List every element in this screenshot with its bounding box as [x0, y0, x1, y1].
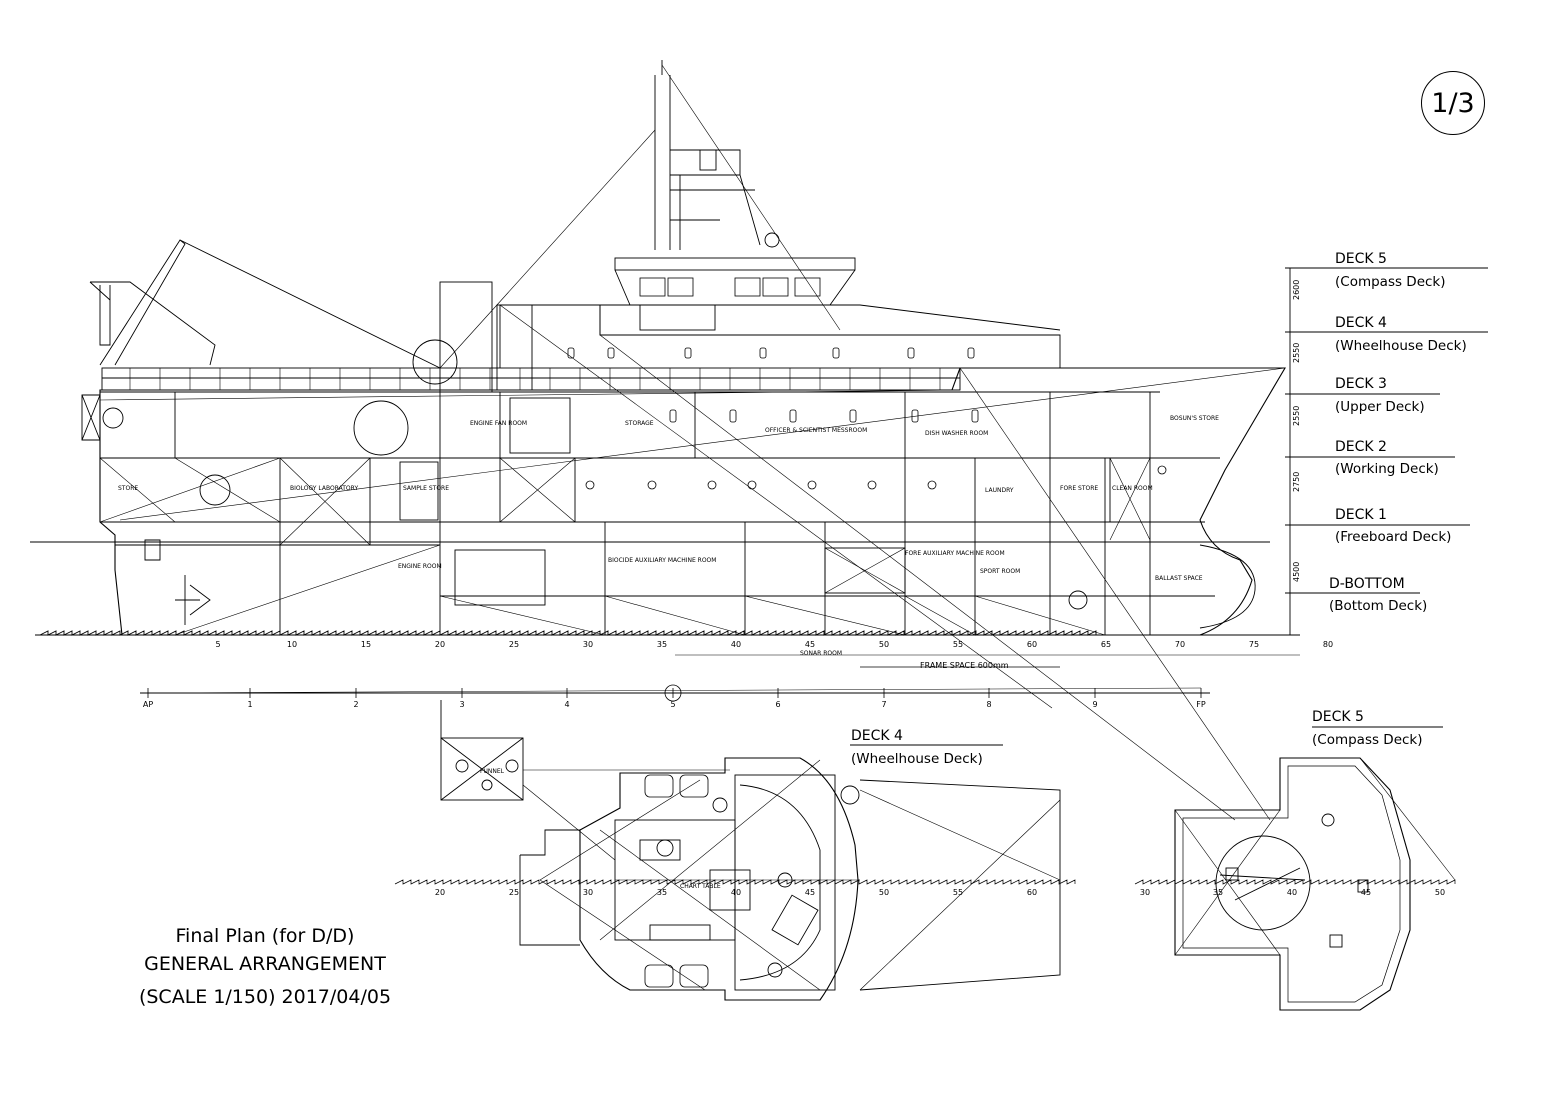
label-sonar-room: SONAR ROOM	[800, 650, 842, 657]
label-fore-aux-machine-room: FORE AUXILIARY MACHINE ROOM	[905, 550, 1005, 557]
frame-label: 35	[657, 640, 667, 649]
label-mess-room: OFFICER & SCIENTIST MESSROOM	[765, 427, 867, 434]
hull-outline	[99, 367, 1286, 636]
deck4-label: DECK 4	[1335, 315, 1387, 331]
deck5-label: DECK 5	[1335, 251, 1387, 267]
label-biology-lab: BIOLOGY LABORATORY	[290, 485, 358, 492]
station-label: 1	[247, 700, 252, 709]
deck4-frame: 50	[879, 888, 889, 897]
deck-height: 2550	[1292, 343, 1301, 363]
deck4-frame: 55	[953, 888, 963, 897]
label-ballast-space: BALLAST SPACE	[1155, 575, 1203, 582]
superstructure	[499, 304, 1061, 368]
deck4-frame: 60	[1027, 888, 1037, 897]
station-label: 3	[459, 700, 464, 709]
deck2-sub: (Working Deck)	[1335, 461, 1439, 477]
deck5-frame: 30	[1140, 888, 1150, 897]
frame-label: 15	[361, 640, 371, 649]
label-store: STORE	[118, 485, 138, 492]
profile-view: STORE BIOLOGY LABORATORY SAMPLE STORE EN…	[30, 60, 1333, 821]
title-line1: Final Plan (for D/D)	[175, 925, 355, 947]
frame-label: 30	[583, 640, 593, 649]
frame-label: 10	[287, 640, 297, 649]
deck-height: 4500	[1292, 562, 1301, 582]
station-label: FP	[1196, 700, 1206, 709]
frame-label: 20	[435, 640, 445, 649]
label-engine-room: ENGINE ROOM	[398, 563, 442, 570]
deck4-frame: 40	[731, 888, 741, 897]
deck4-frame: 30	[583, 888, 593, 897]
deck-level-legend: 2600 2550 2550 2750 4500 DECK 5 (Compass…	[1285, 251, 1488, 635]
deck5-sub: (Compass Deck)	[1335, 274, 1446, 290]
dbottom-sub: (Bottom Deck)	[1329, 598, 1427, 614]
label-engine-fan-room: ENGINE FAN ROOM	[470, 420, 527, 427]
crane	[99, 239, 186, 366]
deck4-plan-sub: (Wheelhouse Deck)	[851, 751, 983, 767]
label-sample-store: SAMPLE STORE	[403, 485, 449, 492]
station-label: 5	[670, 700, 675, 709]
deck4-frame: 20	[435, 888, 445, 897]
label-aux-machine-room: BIOCIDE AUXILIARY MACHINE ROOM	[608, 557, 716, 564]
station-label: 8	[986, 700, 991, 709]
station-label: 4	[564, 700, 569, 709]
frame-label: 75	[1249, 640, 1259, 649]
station-label: 2	[353, 700, 358, 709]
frame-label: 25	[509, 640, 519, 649]
deck4-plan: 20 25 30 35 40 45 50 55 60 CHART TABLE D…	[394, 700, 1076, 1001]
deck5-frame: 50	[1435, 888, 1445, 897]
frame-space-note: FRAME SPACE 600mm	[920, 661, 1009, 670]
station-label: 7	[881, 700, 886, 709]
deck4-frame: 45	[805, 888, 815, 897]
deck4-plan-title: DECK 4	[851, 728, 903, 744]
deck3-label: DECK 3	[1335, 376, 1387, 392]
deck2-label: DECK 2	[1335, 439, 1387, 455]
frame-label: 55	[953, 640, 963, 649]
frame-label: 60	[1027, 640, 1037, 649]
label-funnel: FUNNEL	[480, 768, 505, 775]
deck1-label: DECK 1	[1335, 507, 1387, 523]
baseline-hatching	[39, 630, 1097, 636]
deck4-outline	[579, 757, 859, 1001]
deck5-plan-sub: (Compass Deck)	[1312, 732, 1423, 748]
label-sport-room: SPORT ROOM	[980, 568, 1020, 575]
label-bosuns-store: BOSUN'S STORE	[1170, 415, 1219, 422]
station-label: 9	[1092, 700, 1097, 709]
sheet-number-badge: 1/3	[1421, 71, 1485, 135]
label-dish-washer-room: DISH WASHER ROOM	[925, 430, 988, 437]
deck5-plan-title: DECK 5	[1312, 709, 1364, 725]
label-chart-table: CHART TABLE	[680, 883, 721, 890]
mast	[654, 60, 671, 250]
frame-label: 50	[879, 640, 889, 649]
sheet-number: 1/3	[1431, 87, 1475, 119]
label-clean-room: CLEAN ROOM	[1112, 485, 1153, 492]
frame-label: 40	[731, 640, 741, 649]
station-label: AP	[143, 700, 153, 709]
station-label: 6	[775, 700, 780, 709]
deck5-plan: 30 35 40 45 50 DECK 5 (Compass Deck)	[1134, 709, 1456, 1011]
deck4-frame: 35	[657, 888, 667, 897]
deck5-frame: 35	[1213, 888, 1223, 897]
deck-height: 2550	[1292, 406, 1301, 426]
deck-height: 2750	[1292, 472, 1301, 492]
dbottom-label: D-BOTTOM	[1329, 576, 1405, 592]
frame-label: 80	[1323, 640, 1333, 649]
deck1-sub: (Freeboard Deck)	[1335, 529, 1451, 545]
title-line2: GENERAL ARRANGEMENT	[144, 953, 386, 975]
deck3-sub: (Upper Deck)	[1335, 399, 1425, 415]
label-fore-store: FORE STORE	[1060, 485, 1098, 492]
frame-label: 45	[805, 640, 815, 649]
frame-label: 5	[215, 640, 220, 649]
deck5-frame: 40	[1287, 888, 1297, 897]
deck4-frame: 25	[509, 888, 519, 897]
title-line3: (SCALE 1/150) 2017/04/05	[138, 986, 392, 1008]
deck-height: 2600	[1292, 280, 1301, 300]
label-laundry: LAUNDRY	[985, 487, 1014, 494]
frame-label: 65	[1101, 640, 1111, 649]
deck4-sub: (Wheelhouse Deck)	[1335, 338, 1467, 354]
deck5-frame: 45	[1361, 888, 1371, 897]
label-storage: STORAGE	[625, 420, 654, 427]
frame-label: 70	[1175, 640, 1185, 649]
